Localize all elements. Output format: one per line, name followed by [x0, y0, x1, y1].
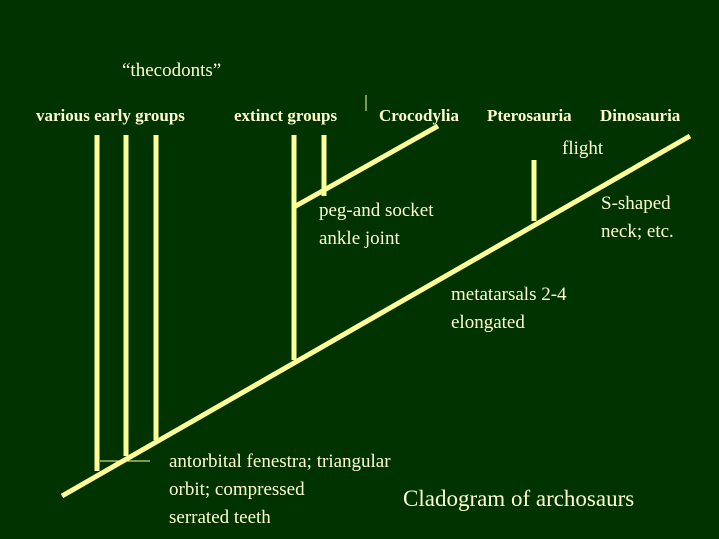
taxon-extinct-groups: extinct groups: [234, 106, 338, 125]
thecodonts-group-label: “thecodonts”: [122, 60, 222, 81]
character-flight: flight: [562, 138, 604, 159]
main-trunk-line: [60, 133, 692, 499]
peg-and-socket-line-2: ankle joint: [319, 228, 400, 249]
character-peg-and-socket: peg-and socket ankle joint: [319, 197, 433, 253]
taxon-dinosauria: Dinosauria: [600, 106, 681, 125]
taxon-crocodylia: Crocodylia: [379, 106, 459, 125]
peg-and-socket-line-1: peg-and socket: [319, 200, 434, 221]
antorbital-line-2: orbit; compressed: [169, 479, 305, 500]
s-shaped-neck-line-1: S-shaped: [601, 193, 671, 214]
character-metatarsals: metatarsals 2-4 elongated: [451, 281, 567, 337]
character-s-shaped-neck: S-shaped neck; etc.: [601, 190, 674, 246]
taxon-various-early-groups: various early groups: [36, 106, 185, 125]
metatarsals-line-1: metatarsals 2-4: [451, 284, 567, 305]
taxon-pterosauria: Pterosauria: [487, 106, 572, 125]
s-shaped-neck-line-2: neck; etc.: [601, 221, 674, 242]
antorbital-line-3: serrated teeth: [169, 507, 271, 528]
antorbital-line-1: antorbital fenestra; triangular: [169, 451, 391, 472]
diagram-title: Cladogram of archosaurs: [403, 486, 635, 511]
crocodylia-branch-line: [292, 123, 440, 210]
metatarsals-line-2: elongated: [451, 312, 525, 333]
character-antorbital-fenestra: antorbital fenestra; triangular orbit; c…: [169, 448, 391, 532]
